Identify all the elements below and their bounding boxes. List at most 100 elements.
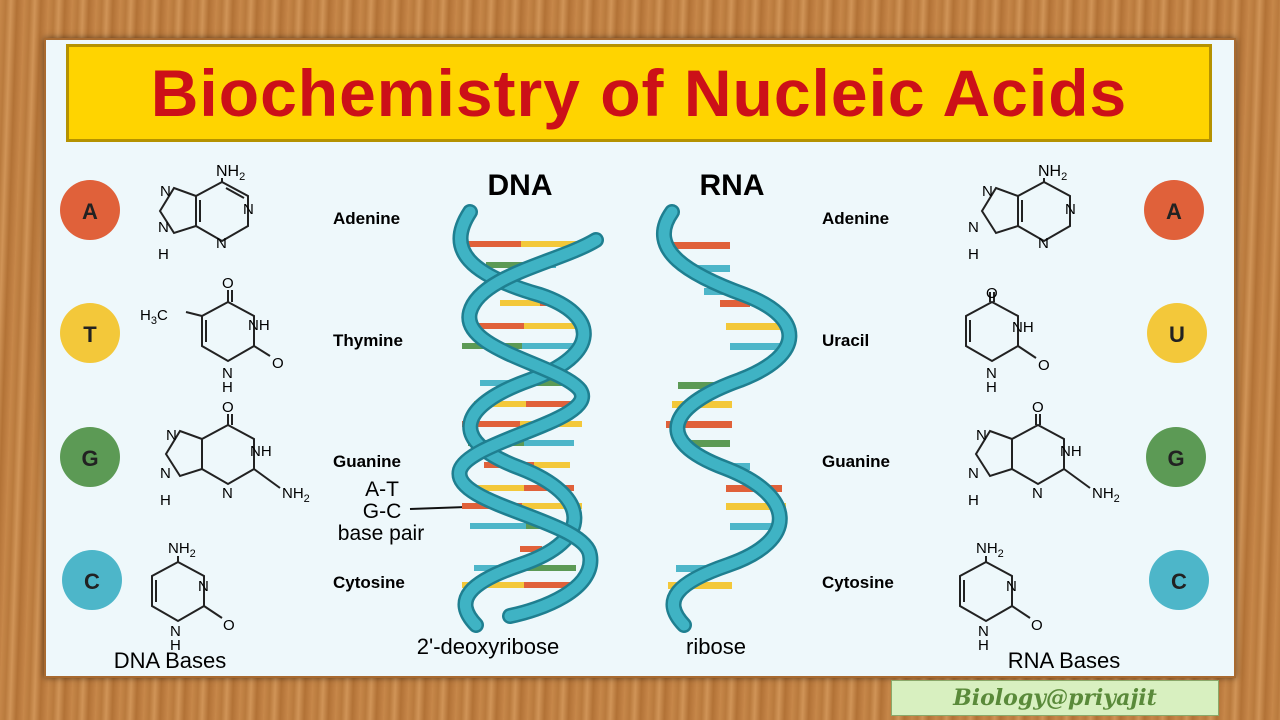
base-pair-note-line1: A-T bbox=[365, 478, 399, 501]
svg-text:H: H bbox=[986, 379, 997, 396]
title-banner: Biochemistry of Nucleic Acids bbox=[66, 44, 1212, 142]
base-circle-g bbox=[60, 427, 120, 487]
base-letter-c: C bbox=[84, 569, 100, 594]
svg-text:NH2: NH2 bbox=[216, 163, 245, 183]
page-title: Biochemistry of Nucleic Acids bbox=[150, 56, 1128, 130]
svg-text:H: H bbox=[222, 379, 233, 396]
dna-base-list: A T G C NH2 N N N N H O NH O N H bbox=[60, 163, 310, 654]
svg-text:N: N bbox=[986, 365, 997, 382]
dna-heading: DNA bbox=[488, 169, 553, 202]
svg-text:N: N bbox=[158, 219, 169, 236]
base-pair-note-line3: base pair bbox=[338, 522, 424, 545]
svg-text:N: N bbox=[978, 623, 989, 640]
dna-label-thymine: Thymine bbox=[333, 331, 403, 350]
svg-text:N: N bbox=[1032, 485, 1043, 502]
rna-strand bbox=[658, 206, 795, 631]
svg-text:NH2: NH2 bbox=[282, 485, 310, 505]
base-letter-g: G bbox=[81, 446, 98, 471]
svg-text:N: N bbox=[1065, 201, 1076, 218]
svg-text:O: O bbox=[1032, 399, 1044, 416]
svg-text:H: H bbox=[968, 492, 979, 509]
svg-text:N: N bbox=[982, 183, 993, 200]
dna-strand-2 bbox=[454, 234, 602, 622]
svg-text:N: N bbox=[1006, 578, 1017, 595]
svg-text:N: N bbox=[976, 427, 987, 444]
svg-text:N: N bbox=[1038, 235, 1049, 252]
rna-helix bbox=[656, 204, 798, 633]
svg-text:H: H bbox=[968, 246, 979, 263]
svg-text:N: N bbox=[160, 183, 171, 200]
caption-deoxyribose: 2'-deoxyribose bbox=[417, 634, 559, 659]
svg-text:A: A bbox=[1166, 199, 1182, 224]
svg-text:N: N bbox=[968, 465, 979, 482]
guanine-structure bbox=[164, 414, 281, 489]
svg-text:O: O bbox=[1031, 617, 1043, 634]
rna-circle-a bbox=[1144, 180, 1204, 240]
svg-text:NH: NH bbox=[1060, 443, 1082, 460]
svg-text:H: H bbox=[170, 637, 181, 654]
svg-text:O: O bbox=[222, 275, 234, 292]
rna-adenine-structure bbox=[980, 178, 1071, 243]
svg-text:NH: NH bbox=[250, 443, 272, 460]
rna-label-uracil: Uracil bbox=[822, 331, 869, 350]
base-circle-a bbox=[60, 180, 120, 240]
svg-text:U: U bbox=[1169, 322, 1185, 347]
svg-text:O: O bbox=[272, 355, 284, 372]
svg-text:H3C: H3C bbox=[140, 307, 168, 327]
base-pair-note-line2: G-C bbox=[363, 500, 402, 523]
svg-text:N: N bbox=[198, 578, 209, 595]
svg-text:H: H bbox=[978, 637, 989, 654]
rna-label-cytosine: Cytosine bbox=[822, 573, 894, 592]
svg-text:N: N bbox=[216, 235, 227, 252]
rna-label-guanine: Guanine bbox=[822, 452, 890, 471]
caption-rna-bases: RNA Bases bbox=[1008, 648, 1121, 673]
svg-text:N: N bbox=[243, 201, 254, 218]
svg-text:G: G bbox=[1167, 446, 1184, 471]
svg-text:NH2: NH2 bbox=[1092, 485, 1120, 505]
svg-text:N: N bbox=[160, 465, 171, 482]
rna-base-list: A U G C NH2 N N N N H O NH O N H bbox=[959, 163, 1209, 654]
svg-text:N: N bbox=[968, 219, 979, 236]
rna-circle-u bbox=[1147, 303, 1207, 363]
watermark: Biology@priyajit bbox=[891, 680, 1219, 716]
svg-text:NH: NH bbox=[1012, 319, 1034, 336]
dna-double-helix bbox=[451, 204, 604, 633]
svg-text:NH2: NH2 bbox=[1038, 163, 1067, 183]
svg-text:N: N bbox=[222, 485, 233, 502]
base-circle-t bbox=[60, 303, 120, 363]
base-circle-c bbox=[62, 550, 122, 610]
dna-label-guanine: Guanine bbox=[333, 452, 401, 471]
dna-strand-1 bbox=[455, 206, 590, 631]
svg-text:NH2: NH2 bbox=[168, 540, 196, 560]
rna-label-adenine: Adenine bbox=[822, 209, 889, 228]
dna-label-cytosine: Cytosine bbox=[333, 573, 405, 592]
base-letter-t: T bbox=[83, 322, 97, 347]
rna-guanine-structure bbox=[974, 414, 1091, 489]
adenine-structure bbox=[158, 178, 249, 243]
rna-circle-c bbox=[1149, 550, 1209, 610]
svg-text:N: N bbox=[170, 623, 181, 640]
svg-text:O: O bbox=[223, 617, 235, 634]
svg-text:N: N bbox=[166, 427, 177, 444]
svg-text:H: H bbox=[158, 246, 169, 263]
svg-text:C: C bbox=[1171, 569, 1187, 594]
caption-dna-bases: DNA Bases bbox=[114, 648, 227, 673]
svg-text:NH2: NH2 bbox=[976, 540, 1004, 560]
cytosine-structure bbox=[151, 556, 223, 623]
thymine-structure bbox=[185, 290, 271, 363]
uracil-structure bbox=[965, 292, 1037, 363]
svg-text:H: H bbox=[160, 492, 171, 509]
board-background bbox=[44, 38, 1236, 678]
rna-circle-g bbox=[1146, 427, 1206, 487]
rna-heading: RNA bbox=[700, 169, 765, 202]
svg-text:O: O bbox=[986, 285, 998, 302]
base-letter-a: A bbox=[82, 199, 98, 224]
svg-text:O: O bbox=[222, 399, 234, 416]
svg-text:N: N bbox=[222, 365, 233, 382]
svg-text:O: O bbox=[1038, 357, 1050, 374]
rna-cytosine-structure bbox=[959, 556, 1031, 623]
caption-ribose: ribose bbox=[686, 634, 746, 659]
svg-text:NH: NH bbox=[248, 317, 270, 334]
dna-label-adenine: Adenine bbox=[333, 209, 400, 228]
